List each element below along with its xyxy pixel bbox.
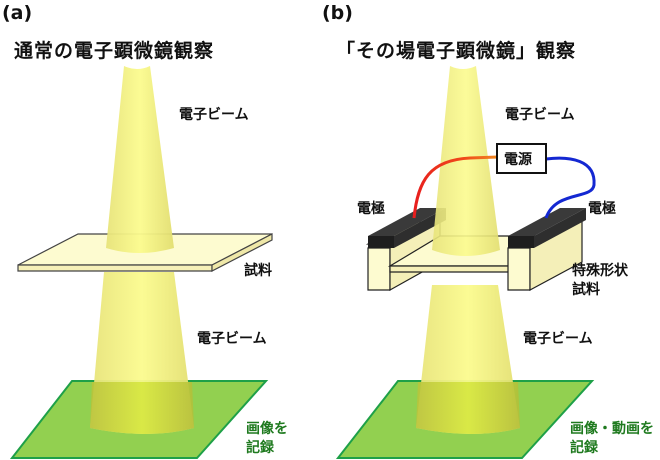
power-supply-box bbox=[496, 143, 547, 174]
panel-a-diagram bbox=[9, 66, 273, 459]
sample-plate-side-a bbox=[211, 233, 273, 272]
beam-lower-label-b: 電子ビーム bbox=[523, 331, 593, 347]
panel-b-diagram bbox=[335, 66, 596, 459]
power-supply-label: 電源 bbox=[504, 152, 532, 168]
electrode-right-label: 電極 bbox=[588, 201, 616, 217]
electron-beam-upper-b bbox=[432, 66, 500, 256]
electron-beam-upper-a bbox=[106, 66, 174, 253]
panel-b-title: 「その場電子顕微鏡」観察 bbox=[336, 40, 577, 62]
record-label-a-line2: 記録 bbox=[246, 440, 274, 456]
sample-block-left-front bbox=[367, 247, 391, 291]
beam-on-screen-a bbox=[90, 382, 194, 434]
electrode-right bbox=[508, 208, 586, 236]
wire-positive bbox=[412, 155, 499, 219]
sample-block-right-front bbox=[507, 247, 531, 291]
special-sample-label-line1: 特殊形状 bbox=[572, 263, 628, 279]
record-label-a-line1: 画像を bbox=[246, 421, 288, 437]
panel-a-title: 通常の電子顕微鏡観察 bbox=[14, 40, 215, 62]
special-sample-label-line2: 試料 bbox=[572, 282, 600, 298]
sample-label-a: 試料 bbox=[244, 263, 272, 279]
record-label-b-line2: 記録 bbox=[570, 440, 598, 456]
beam-on-screen-b bbox=[416, 382, 520, 434]
beam-upper-label-a: 電子ビーム bbox=[179, 107, 249, 123]
panel-b-tag: (b) bbox=[322, 2, 353, 24]
record-label-b-line1: 画像・動画を bbox=[570, 421, 654, 437]
beam-lower-label-a: 電子ビーム bbox=[197, 331, 267, 347]
panel-a-tag: (a) bbox=[2, 2, 33, 24]
wire-negative bbox=[544, 156, 596, 219]
sample-plate-edge-a bbox=[17, 264, 213, 272]
beam-upper-label-b: 電子ビーム bbox=[505, 107, 575, 123]
electrode-left-label: 電極 bbox=[357, 201, 385, 217]
electrode-left bbox=[368, 208, 446, 236]
